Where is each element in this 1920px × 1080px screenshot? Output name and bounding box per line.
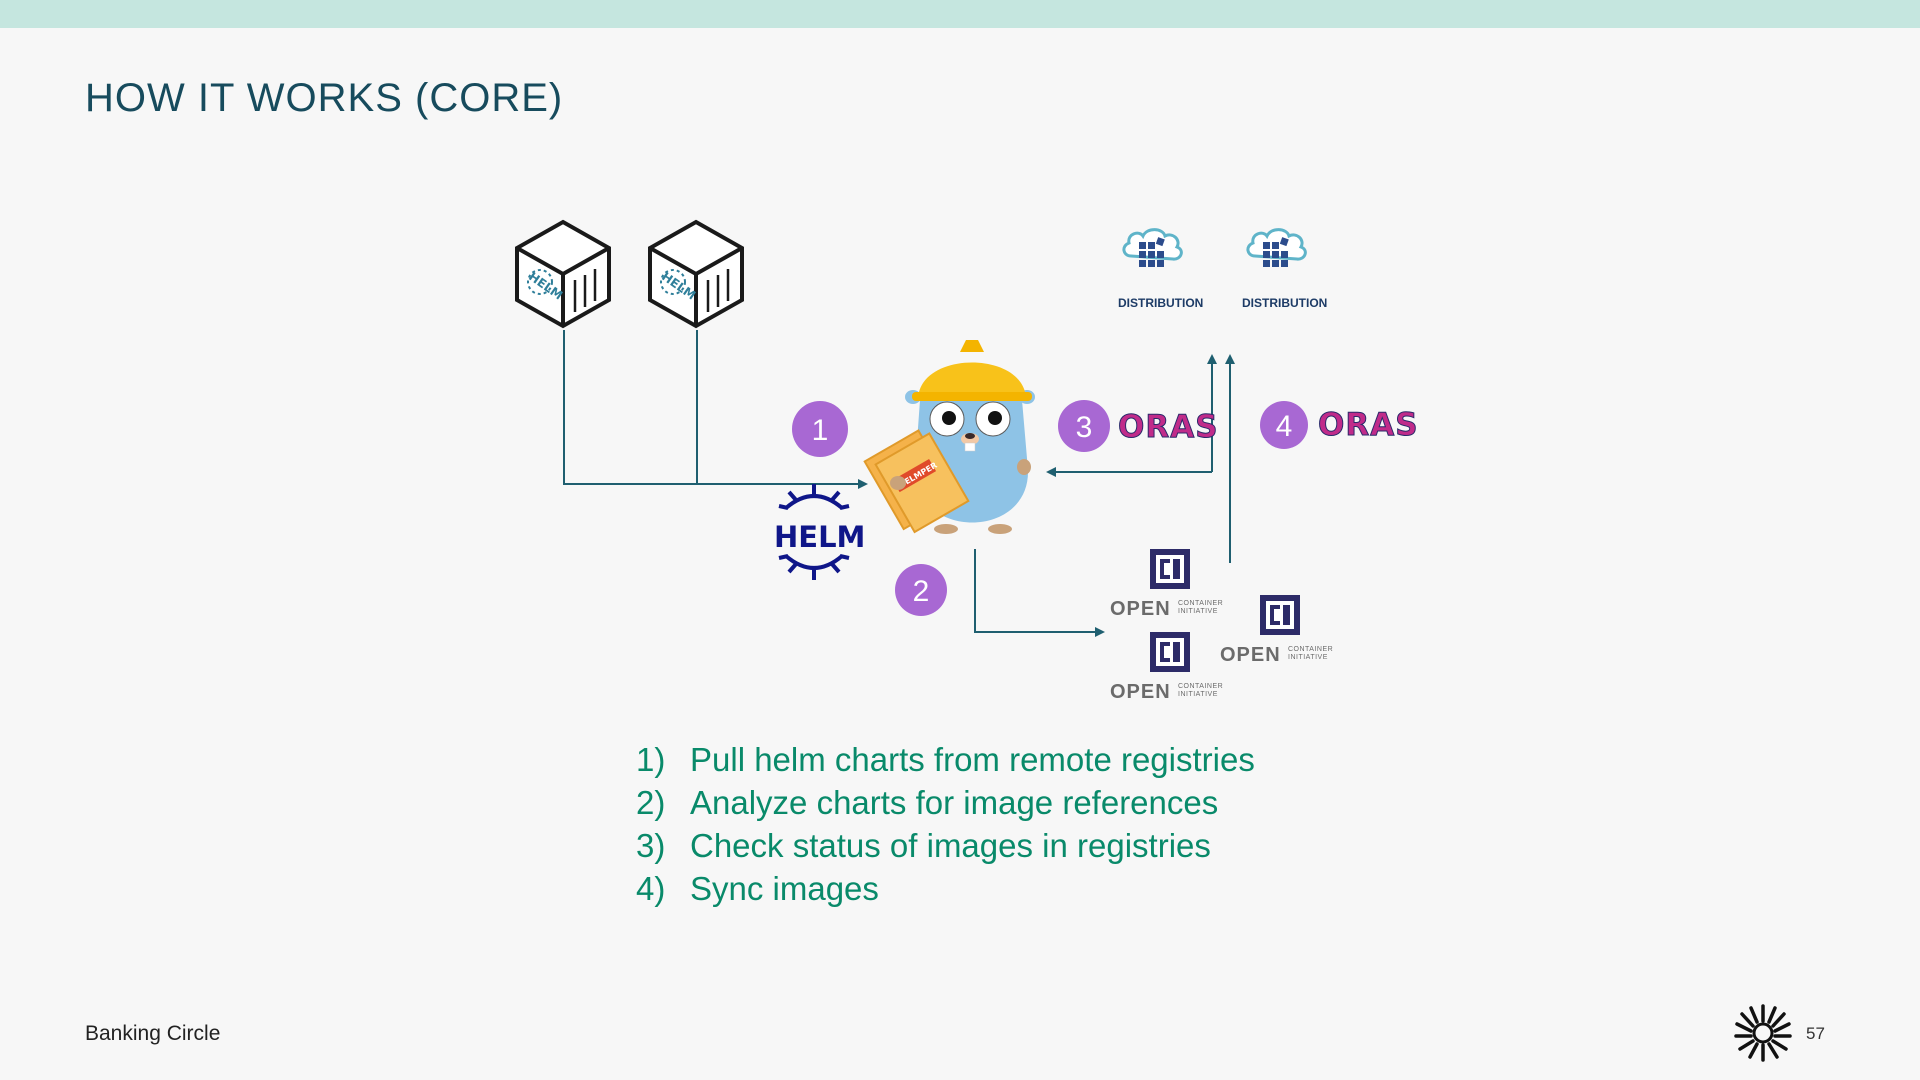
oci-logo: OPEN CONTAINER INITIATIVE bbox=[1220, 595, 1333, 666]
step-badge-2: 2 bbox=[895, 564, 947, 616]
footer-company-name: Banking Circle bbox=[85, 1022, 221, 1045]
list-item: 3) Check status of images in registries bbox=[636, 827, 1211, 864]
oras-logo: ORAS bbox=[1318, 407, 1419, 444]
list-item: 2) Analyze charts for image references bbox=[636, 784, 1219, 821]
list-item: 1) Pull helm charts from remote registri… bbox=[636, 741, 1255, 778]
page-number: 57 bbox=[1806, 1024, 1825, 1043]
top-accent-band bbox=[0, 0, 1920, 28]
banking-circle-logo-icon bbox=[1734, 1004, 1792, 1062]
svg-text:ORAS: ORAS bbox=[1318, 407, 1419, 443]
connector-lines bbox=[563, 330, 1235, 637]
svg-text:CONTAINER: CONTAINER bbox=[1178, 683, 1223, 690]
svg-text:DISTRIBUTION: DISTRIBUTION bbox=[1242, 296, 1327, 310]
svg-text:INITIATIVE: INITIATIVE bbox=[1178, 608, 1218, 615]
svg-text:ORAS: ORAS bbox=[1118, 409, 1219, 445]
svg-text:2: 2 bbox=[913, 575, 930, 608]
step-badge-4: 4 bbox=[1260, 401, 1308, 449]
svg-text:OPEN: OPEN bbox=[1110, 598, 1171, 620]
step-badge-1: 1 bbox=[792, 401, 848, 457]
svg-text:CONTAINER: CONTAINER bbox=[1178, 600, 1223, 607]
svg-text:4: 4 bbox=[1276, 410, 1293, 443]
slide-title: HOW IT WORKS (CORE) bbox=[85, 76, 564, 120]
svg-text:CONTAINER: CONTAINER bbox=[1288, 646, 1333, 653]
svg-text:OPEN: OPEN bbox=[1110, 681, 1171, 703]
step-badge-3: 3 bbox=[1058, 400, 1110, 452]
steps-list: 1) Pull helm charts from remote registri… bbox=[636, 738, 1255, 910]
helm-chart-box-icon: HELM bbox=[648, 220, 744, 328]
helm-chart-box-icon: HELM bbox=[515, 220, 611, 328]
distribution-registry-icon: DISTRIBUTION bbox=[1118, 228, 1203, 310]
oci-logo: OPEN CONTAINER INITIATIVE bbox=[1110, 549, 1223, 620]
svg-text:INITIATIVE: INITIATIVE bbox=[1178, 691, 1218, 698]
svg-text:INITIATIVE: INITIATIVE bbox=[1288, 654, 1328, 661]
gopher-mascot-icon: HELMPER bbox=[863, 340, 1035, 534]
oras-logo: ORAS bbox=[1118, 409, 1219, 446]
svg-text:1: 1 bbox=[812, 414, 829, 447]
svg-text:DISTRIBUTION: DISTRIBUTION bbox=[1118, 296, 1203, 310]
svg-text:HELM: HELM bbox=[774, 520, 865, 554]
svg-text:OPEN: OPEN bbox=[1220, 644, 1281, 666]
distribution-registry-icon: DISTRIBUTION bbox=[1242, 228, 1327, 310]
oci-logo: OPEN CONTAINER INITIATIVE bbox=[1110, 632, 1223, 703]
list-item: 4) Sync images bbox=[636, 870, 879, 907]
svg-text:3: 3 bbox=[1076, 411, 1093, 444]
helm-logo: HELM bbox=[774, 484, 865, 580]
